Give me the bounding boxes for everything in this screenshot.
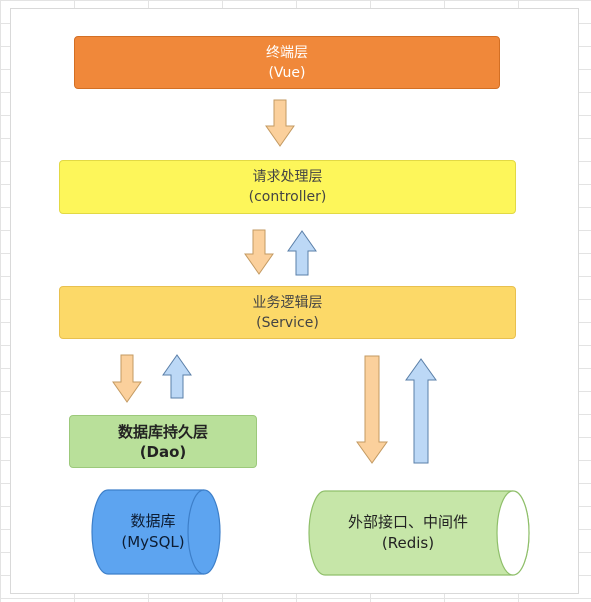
arrow-up-external-to-service <box>405 358 437 464</box>
database-subtitle: (MySQL) <box>121 533 185 551</box>
external-title: 外部接口、中间件 <box>347 513 468 531</box>
external-subtitle: (Redis) <box>381 534 435 552</box>
arrow-up-service-to-controller <box>287 230 317 276</box>
external-cylinder <box>308 490 530 576</box>
database-title: 数据库 <box>130 512 176 530</box>
controller-layer-subtitle: (controller) <box>248 189 327 205</box>
terminal-layer-title: 终端层 <box>266 44 308 61</box>
arrow-down-controller-to-service <box>244 229 274 275</box>
arrow-down-terminal-to-controller <box>265 99 295 147</box>
database-label: 数据库 (MySQL) <box>94 490 212 574</box>
controller-layer-box: 请求处理层 (controller) <box>59 160 516 214</box>
dao-layer-box: 数据库持久层 (Dao) <box>69 415 257 468</box>
arrow-down-service-to-dao <box>112 354 142 403</box>
terminal-layer-box: 终端层 (Vue) <box>74 36 500 89</box>
arrow-down-service-to-external <box>356 355 388 464</box>
service-layer-subtitle: (Service) <box>256 314 319 331</box>
dao-layer-subtitle: (Dao) <box>139 442 187 461</box>
terminal-layer-subtitle: (Vue) <box>268 64 306 81</box>
dao-layer-title: 数据库持久层 <box>117 422 208 441</box>
service-layer-box: 业务逻辑层 (Service) <box>59 286 516 339</box>
controller-layer-title: 请求处理层 <box>252 169 323 185</box>
arrow-up-dao-to-service <box>162 354 192 399</box>
service-layer-title: 业务逻辑层 <box>252 294 323 311</box>
external-label: 外部接口、中间件 (Redis) <box>312 491 504 575</box>
database-cylinder <box>91 489 221 575</box>
